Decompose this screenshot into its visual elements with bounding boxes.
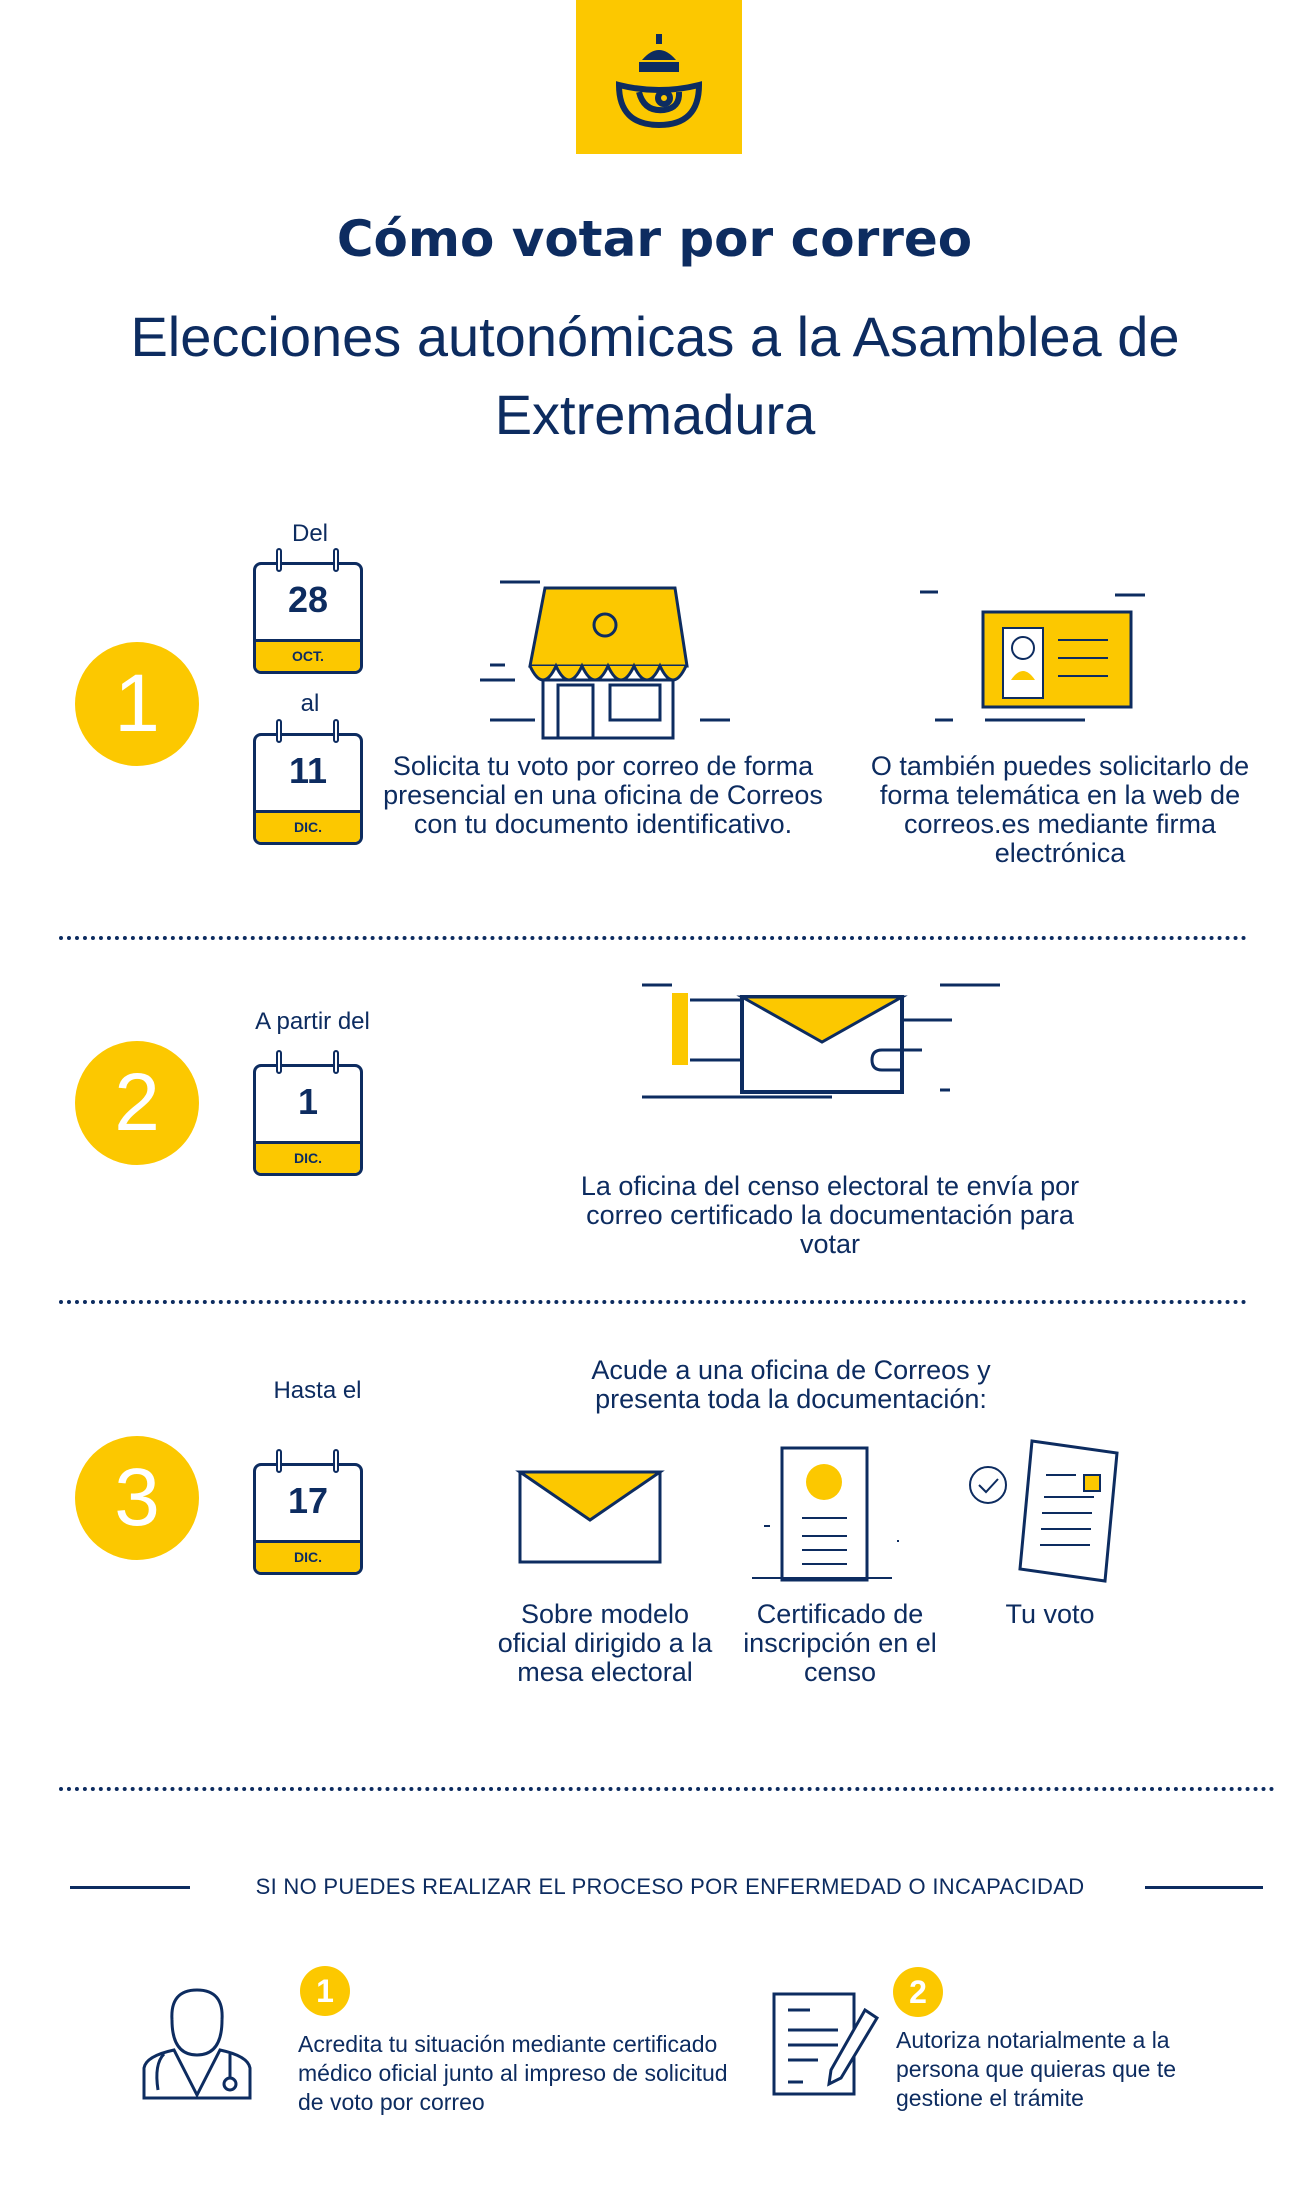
illness-heading: SI NO PUEDES REALIZAR EL PROCESO POR ENF…: [255, 1874, 1085, 1899]
signed-document-icon: [772, 1992, 880, 2096]
page-title: Cómo votar por correo: [336, 210, 973, 268]
calendar-icon-from: 28 OCT.: [253, 562, 363, 674]
step2-text: La oficina del censo electoral te envía …: [580, 1171, 1080, 1259]
calendar-day: 28: [287, 579, 329, 620]
section-divider: [59, 936, 1247, 940]
correos-logo: [576, 0, 742, 154]
from-label: A partir del: [255, 1008, 370, 1035]
calendar-day: 17: [287, 1480, 329, 1521]
step-number-3: 3: [75, 1436, 199, 1560]
calendar-month: OCT.: [256, 639, 360, 671]
step-number-1: 1: [75, 642, 199, 766]
envelope-icon: [515, 1470, 665, 1564]
certificate-icon: [752, 1446, 899, 1582]
calendar-month: DIC.: [256, 810, 360, 842]
illness-step-badge-2: 2: [893, 1967, 943, 2017]
step-number-2: 2: [75, 1041, 199, 1165]
calendar-icon-to: 11 DIC.: [253, 733, 363, 845]
step1-online-text: O también puedes solicitarlo de forma te…: [870, 751, 1250, 868]
to-label: al: [300, 690, 320, 717]
ballot-icon: [969, 1439, 1119, 1583]
section-divider: [59, 1300, 1247, 1304]
item-vote-label: Tu voto: [1005, 1599, 1095, 1629]
illness-step-2-text: Autoriza notarialmente a la persona que …: [896, 2027, 1177, 2111]
calendar-day: 11: [288, 750, 328, 791]
item-certificate-label: Certificado de inscripción en el censo: [743, 1599, 937, 1687]
heading-rule-left: [70, 1886, 190, 1889]
id-card-icon: [920, 590, 1145, 722]
step1-office-text: Solicita tu voto por correo de forma pre…: [383, 751, 823, 839]
step3-heading: Acude a una oficina de Correos y present…: [591, 1355, 991, 1414]
post-office-icon: [480, 580, 730, 740]
from-label: Del: [291, 520, 328, 547]
calendar-month: DIC.: [256, 1141, 360, 1173]
calendar-icon: 17 DIC.: [253, 1463, 363, 1575]
page-subtitle: Elecciones autonómicas a la Asamblea de …: [130, 305, 1180, 446]
illness-step-1-text: Acredita tu situación mediante certifica…: [298, 2031, 728, 2115]
heading-rule-right: [1145, 1886, 1263, 1889]
envelope-handover-icon: [642, 983, 1000, 1099]
calendar-month: DIC.: [256, 1540, 360, 1572]
section-divider: [59, 1787, 1275, 1791]
illness-step-badge-1: 1: [300, 1966, 350, 2016]
calendar-day: 1: [297, 1081, 319, 1122]
until-label: Hasta el: [273, 1377, 362, 1404]
item-envelope-label: Sobre modelo oficial dirigido a la mesa …: [497, 1599, 713, 1687]
post-horn-crown-icon: [615, 34, 703, 129]
calendar-icon: 1 DIC.: [253, 1064, 363, 1176]
doctor-icon: [142, 1988, 252, 2100]
